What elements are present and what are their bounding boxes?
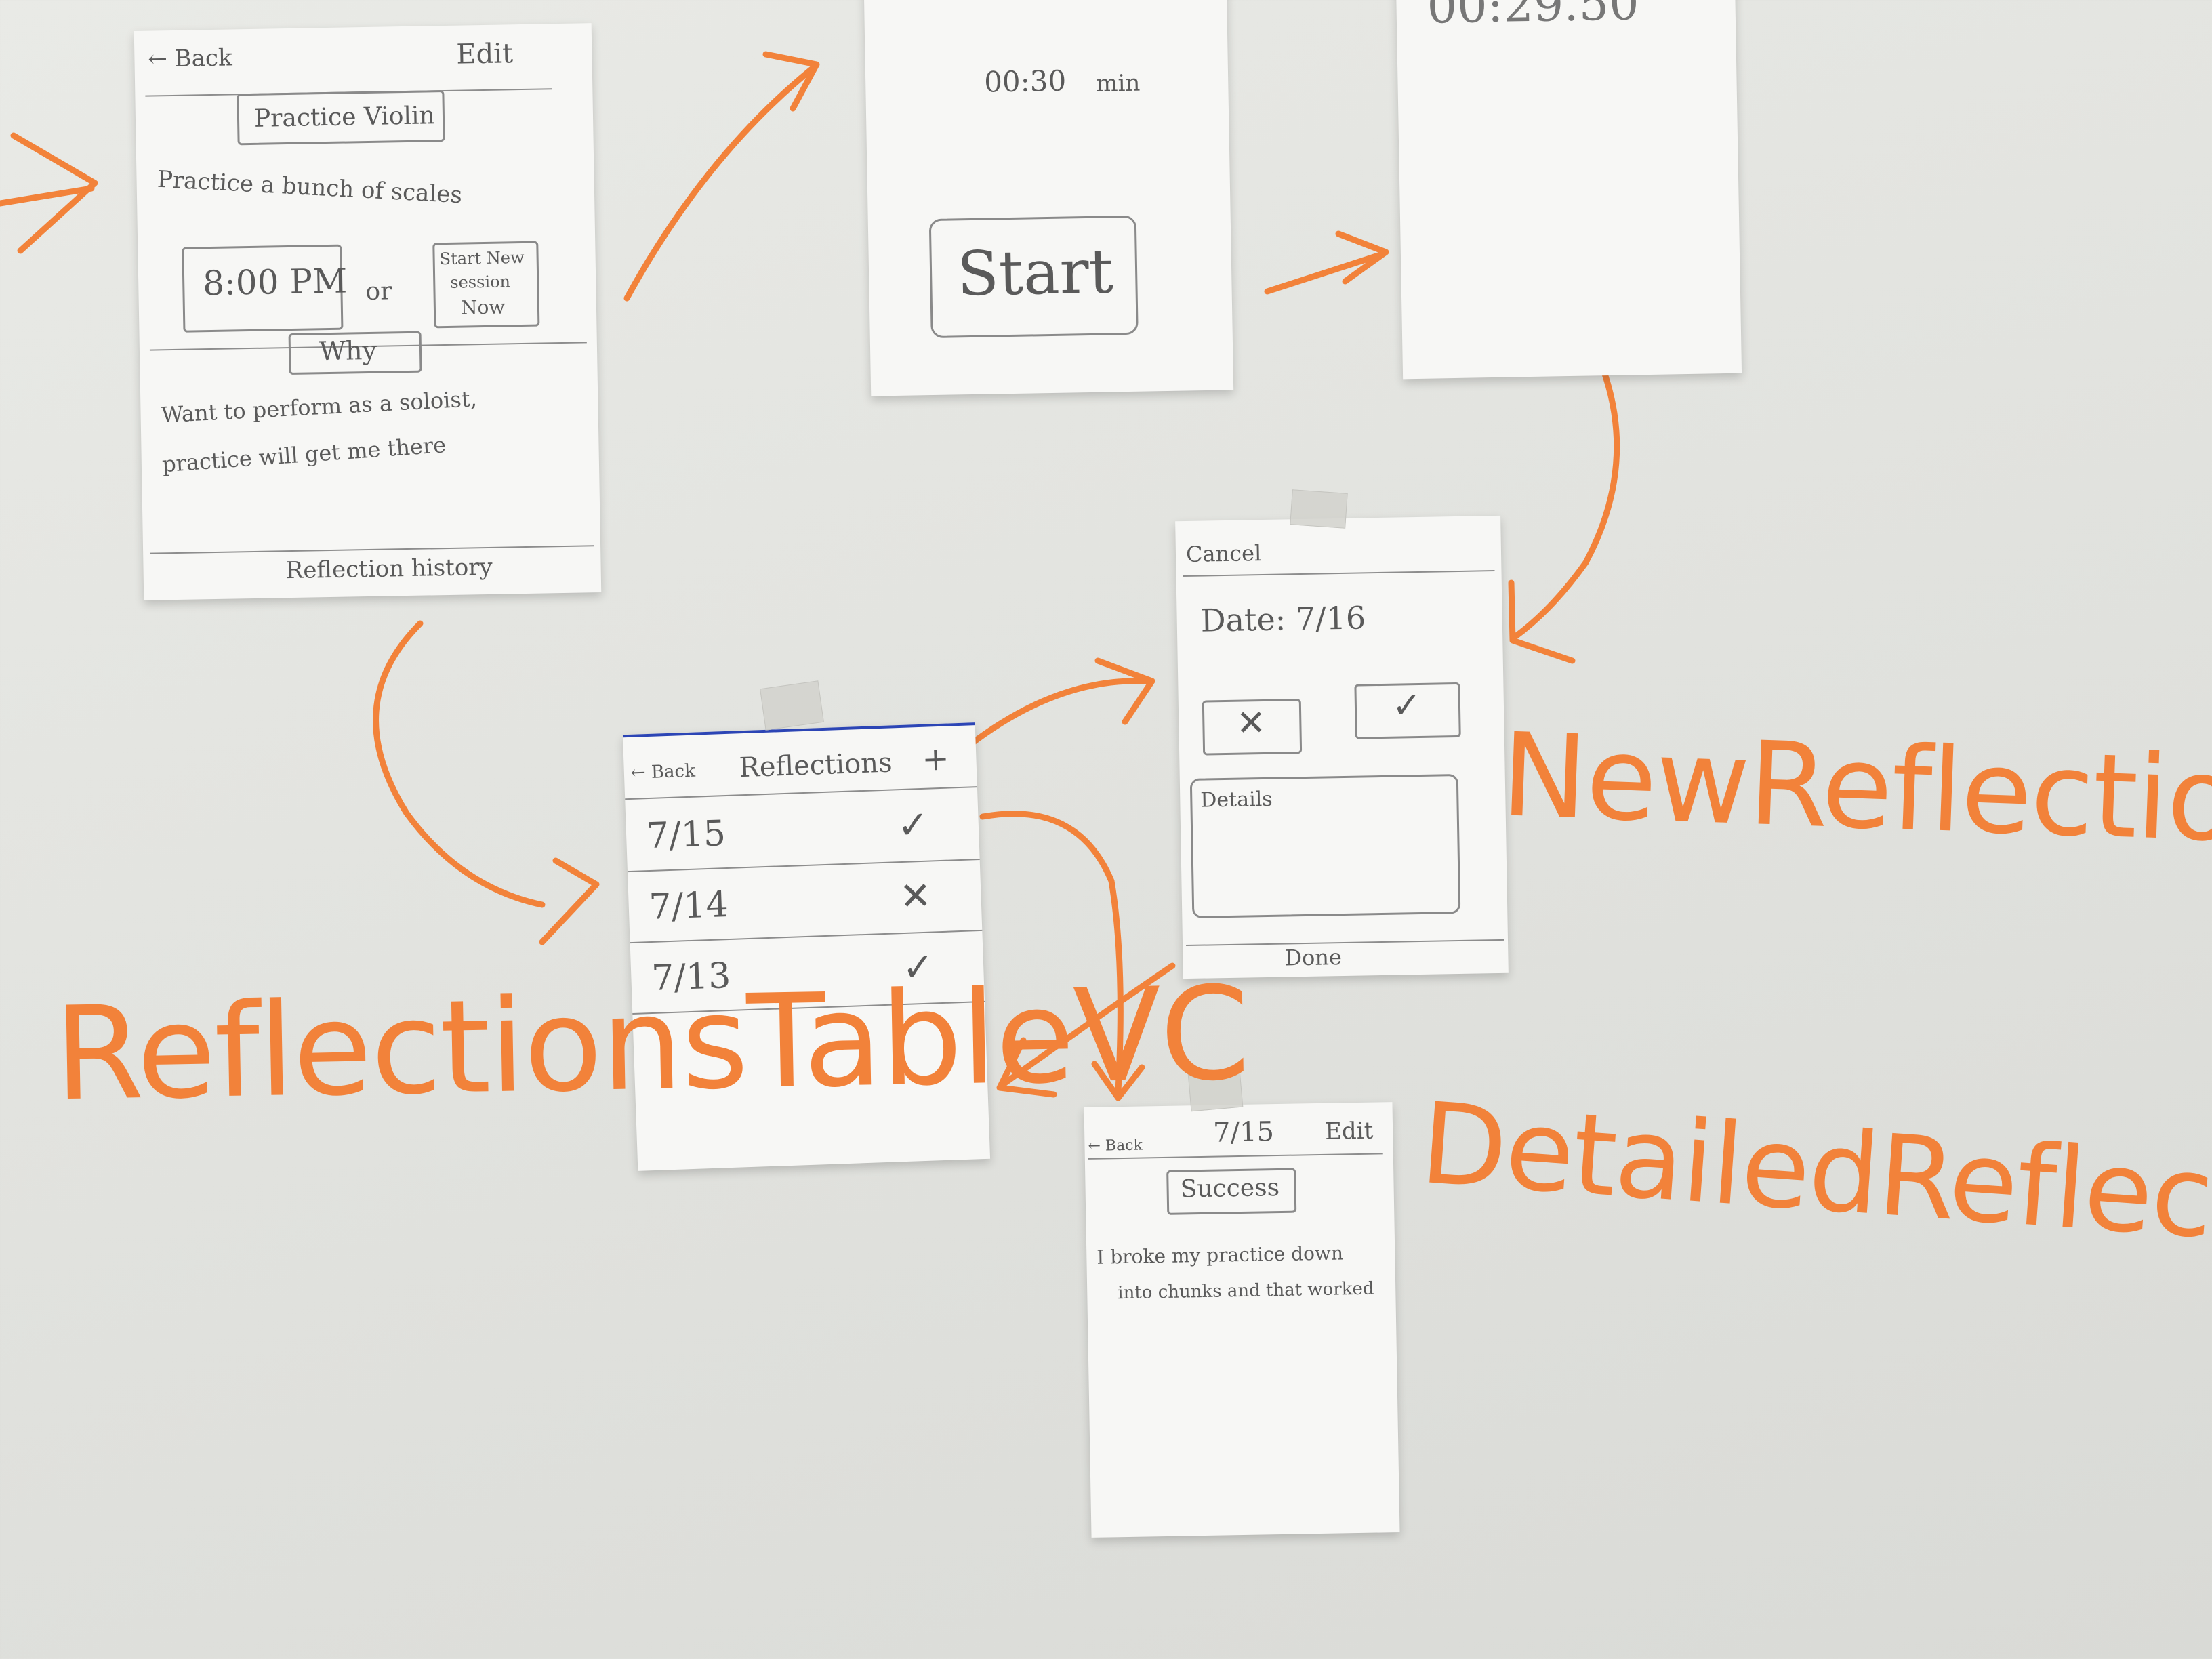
timer-duration: 00:30 (983, 64, 1067, 99)
arrow-reflections-to-detail (979, 811, 1145, 1101)
arrow-new-to-reflections (996, 962, 1176, 1098)
cancel-link[interactable]: Cancel (1185, 540, 1262, 567)
running-time: 00:29.50 (1426, 0, 1640, 35)
arrow-running-to-new (1508, 356, 1620, 664)
task-title: Practice Violin (253, 102, 436, 133)
table-row[interactable]: 7/15 ✓ (625, 787, 980, 873)
card-new-reflection: Cancel Date: 7/16 ✕ ✓ Details Done (1175, 515, 1509, 979)
cross-icon[interactable]: ✕ (1235, 702, 1267, 744)
table-row[interactable]: 7/14 ✕ (627, 858, 983, 944)
back-link[interactable]: ← Back (148, 44, 232, 73)
card-practice-violin: ← Back Edit Practice Violin Practice a b… (134, 23, 602, 600)
checkmark-icon: ✓ (896, 802, 930, 848)
card-detailed-reflection: ← Back 7/15 Edit Success I broke my prac… (1084, 1102, 1400, 1538)
add-reflection-button[interactable]: + (921, 739, 950, 779)
reflections-title: Reflections (738, 747, 893, 784)
why-label: Why (319, 335, 377, 367)
reason-line1: Want to perform as a soloist, (160, 386, 478, 428)
card-timer: 00:30 min Start (863, 0, 1234, 396)
arrow-practice-to-reflections (373, 620, 600, 945)
reminder-time[interactable]: 8:00 PM (202, 261, 348, 304)
timer-unit: min (1095, 69, 1141, 98)
start-session-line2[interactable]: session (450, 272, 511, 292)
arrow-timer-to-running (1264, 230, 1389, 295)
arrow-practice-to-timer (623, 51, 820, 302)
or-label: or (365, 277, 392, 306)
arrow-entry (0, 132, 98, 254)
task-description: Practice a bunch of scales (157, 165, 463, 209)
reflection-history-link[interactable]: Reflection history (285, 553, 493, 585)
note-line1: I broke my practice down (1097, 1242, 1344, 1269)
cross-icon: ✕ (899, 874, 933, 920)
note-line2: into chunks and that worked (1118, 1278, 1374, 1304)
label-reflections-table-vc: ReflectionsTableVC (53, 958, 1250, 1130)
status-label: Success (1180, 1174, 1280, 1204)
card-running-timer: 00:29.50 (1395, 0, 1742, 380)
tape (760, 680, 824, 731)
reason-line2: practice will get me there (161, 432, 447, 478)
checkmark-icon[interactable]: ✓ (1391, 684, 1422, 726)
start-session-line1[interactable]: Start New (439, 247, 525, 269)
tape (1290, 489, 1348, 529)
edit-link[interactable]: Edit (1324, 1117, 1374, 1145)
row-date: 7/14 (648, 884, 729, 928)
row-date: 7/15 (646, 813, 726, 857)
start-button[interactable]: Start (956, 236, 1114, 310)
reflection-date: Date: 7/16 (1200, 599, 1366, 639)
done-button[interactable]: Done (1284, 944, 1343, 971)
edit-link[interactable]: Edit (455, 38, 514, 70)
back-link[interactable]: ← Back (1088, 1136, 1143, 1155)
back-link[interactable]: ← Back (630, 760, 696, 783)
start-session-line3[interactable]: Now (460, 295, 506, 319)
detail-date: 7/15 (1212, 1116, 1275, 1149)
arrow-reflections-to-new (966, 657, 1155, 749)
details-placeholder: Details (1200, 787, 1273, 813)
